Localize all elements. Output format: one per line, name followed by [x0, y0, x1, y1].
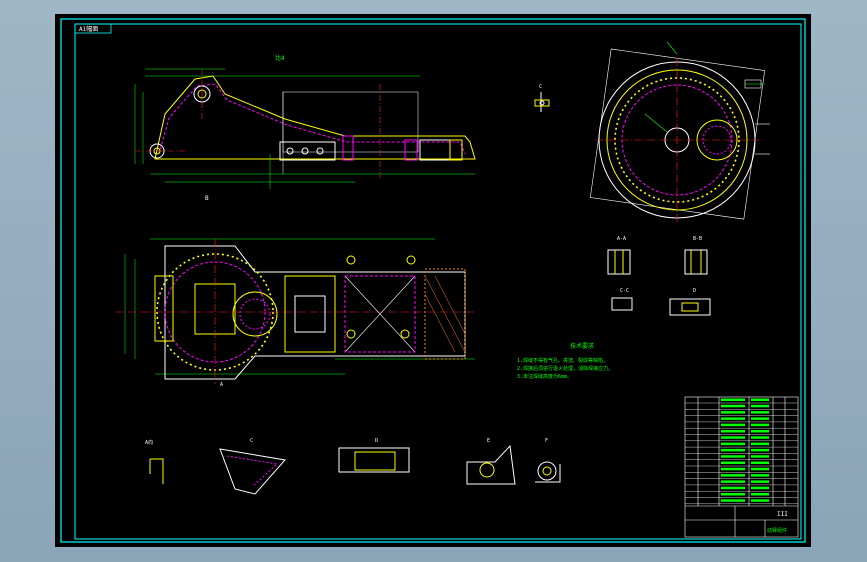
title-block — [684, 396, 799, 538]
bom-row-text-mark — [721, 436, 745, 439]
bom-row-text-mark — [721, 423, 745, 427]
bom-row-spec-mark — [751, 499, 769, 502]
slewing-ring-view — [589, 41, 770, 222]
top-view: A — [115, 238, 475, 388]
bom-row-spec-mark — [751, 467, 769, 471]
svg-text:A向: A向 — [145, 439, 153, 446]
bom-row-text-mark — [721, 411, 745, 414]
side-view-title: 比4 — [275, 54, 285, 62]
notes-line-2: 2.焊接后须进行退火处理，消除焊接应力。 — [517, 365, 613, 372]
frame-label: A1幅面 — [79, 25, 98, 33]
detail-views: A向 C D E F — [145, 438, 561, 495]
bom-row-spec-mark — [751, 417, 769, 420]
bom-row-text-mark — [721, 404, 745, 408]
bom-row-text-mark — [721, 474, 745, 477]
svg-text:E: E — [487, 438, 490, 444]
bom-row-spec-mark — [751, 493, 769, 496]
svg-text:C: C — [539, 84, 542, 90]
bom-row-spec-mark — [751, 430, 769, 433]
bom-row-text-mark — [721, 430, 745, 433]
notes-heading: 技术要求 — [570, 342, 594, 350]
cad-drawing-viewport[interactable]: A1幅面 比4 B C — [55, 14, 811, 547]
notes-line-1: 1.焊缝不得有气孔、夹渣、裂纹等缺陷。 — [517, 357, 608, 364]
outer-frame — [60, 18, 806, 543]
bom-row-text-mark — [721, 442, 745, 446]
part-name: 动臂组件 — [767, 527, 787, 534]
bom-row-text-mark — [721, 493, 745, 496]
technical-notes: 技术要求 1.焊缝不得有气孔、夹渣、裂纹等缺陷。 2.焊接后须进行退火处理，消除… — [517, 342, 613, 380]
bom-row-text-mark — [721, 486, 745, 490]
bom-row-spec-mark — [751, 474, 769, 477]
detail-d-top: C — [534, 84, 550, 112]
section-views: A-A B-B C-C D — [607, 236, 711, 316]
bom-row-text-mark — [721, 417, 745, 420]
sheet-code: III — [777, 511, 788, 518]
svg-text:D: D — [693, 288, 696, 294]
bom-row-spec-mark — [751, 423, 769, 427]
bom-row-spec-mark — [751, 404, 769, 408]
bom-row-text-mark — [721, 398, 745, 401]
bom-row-text-mark — [721, 461, 745, 464]
bom-row-spec-mark — [751, 461, 769, 464]
bom-row-spec-mark — [751, 480, 769, 483]
side-view: 比4 B — [134, 54, 476, 202]
bom-row-spec-mark — [751, 442, 769, 446]
bom-row-spec-mark — [751, 448, 769, 452]
bom-row-spec-mark — [751, 398, 769, 401]
bom-row-spec-mark — [751, 436, 769, 439]
svg-text:C: C — [250, 438, 253, 444]
svg-text:B-B: B-B — [693, 236, 702, 242]
bom-row-text-mark — [721, 448, 745, 452]
bom-row-spec-mark — [751, 455, 769, 458]
bom-row-text-mark — [721, 455, 745, 458]
bom-rows — [685, 398, 798, 504]
svg-text:A: A — [220, 382, 223, 388]
bom-row-text-mark — [721, 499, 745, 502]
svg-text:F: F — [545, 438, 548, 444]
bom-row-text-mark — [721, 467, 745, 471]
frame-label-box — [74, 23, 112, 34]
side-dim-label: B — [205, 195, 209, 202]
svg-text:A-A: A-A — [617, 236, 626, 242]
svg-text:D: D — [375, 438, 378, 444]
bom-row-text-mark — [721, 480, 745, 483]
notes-line-3: 3.未注焊缝高度为6mm。 — [517, 373, 572, 380]
svg-text:C-C: C-C — [620, 288, 629, 294]
bom-row-spec-mark — [751, 486, 769, 490]
bom-row-spec-mark — [751, 411, 769, 414]
inner-frame — [74, 23, 802, 540]
